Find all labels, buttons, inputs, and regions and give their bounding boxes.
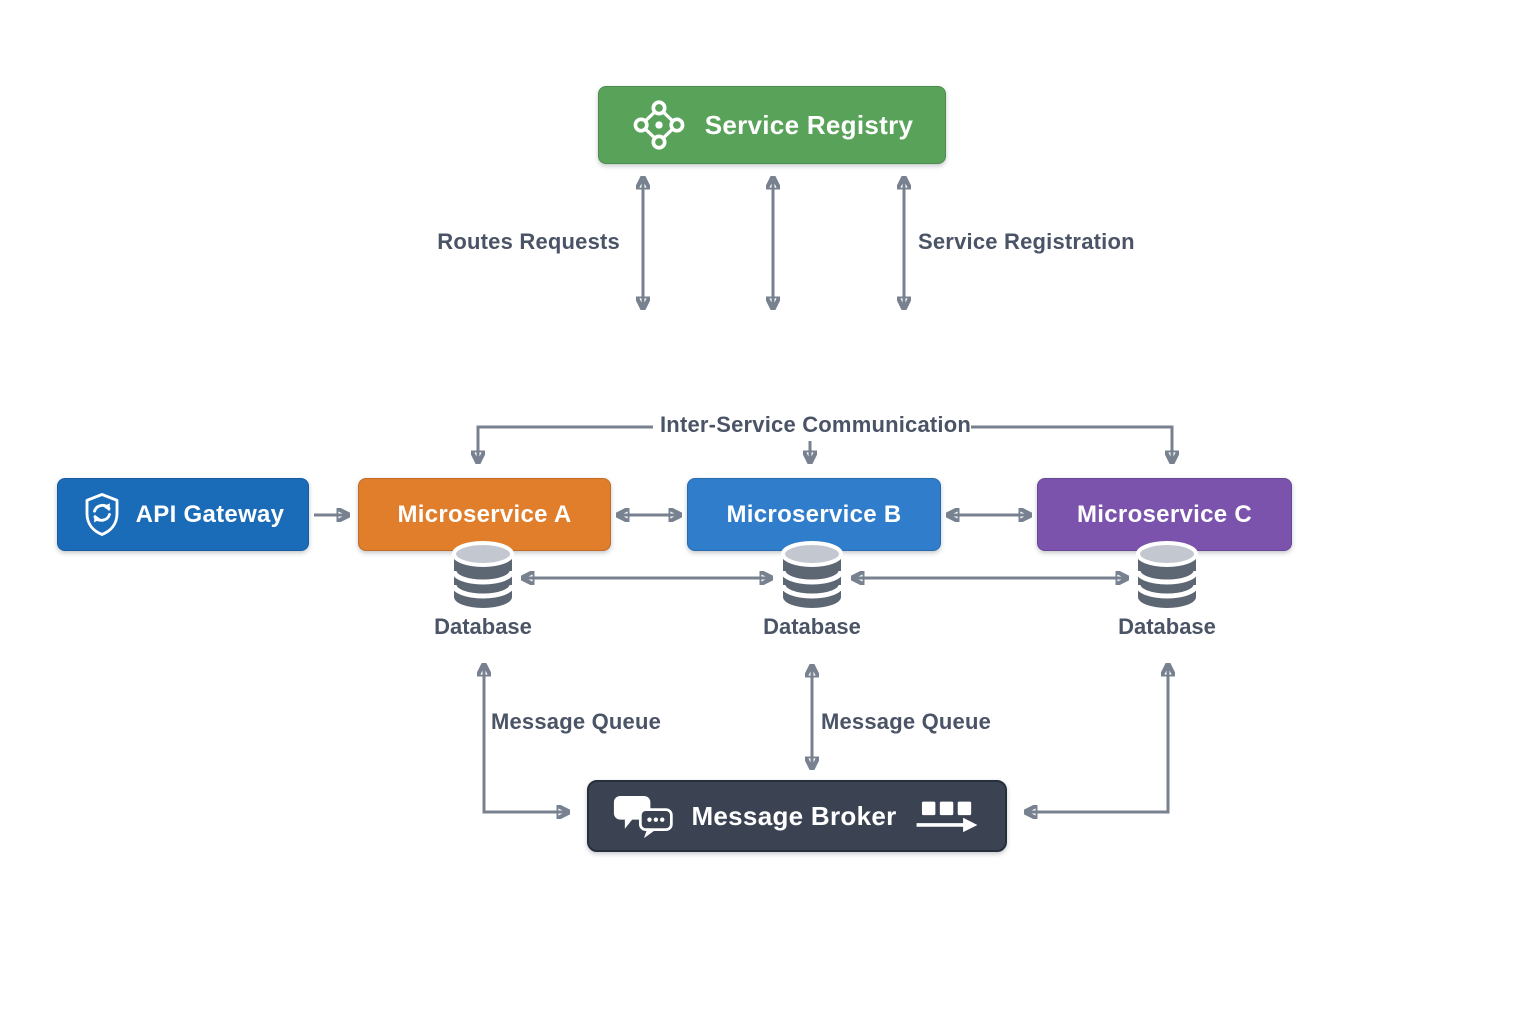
database-cylinder-icon bbox=[780, 541, 844, 608]
edge-label-service-registration: Service Registration bbox=[918, 229, 1135, 254]
shield-sync-icon bbox=[85, 493, 119, 536]
database-a: Database bbox=[413, 541, 553, 640]
node-microservice-c: Microservice C bbox=[1037, 478, 1292, 551]
database-c: Database bbox=[1097, 541, 1237, 640]
database-cylinder-icon bbox=[451, 541, 515, 608]
microservice-b-label: Microservice B bbox=[726, 500, 902, 528]
arrow-mq-right bbox=[1028, 667, 1168, 812]
database-c-label: Database bbox=[1118, 614, 1216, 639]
arrow-isc-right bbox=[971, 425, 1172, 460]
edge-label-inter-service-communication: Inter-Service Communication bbox=[660, 412, 972, 437]
node-service-registry: Service Registry bbox=[598, 86, 946, 164]
microservice-c-label: Microservice C bbox=[1077, 500, 1252, 528]
database-b-label: Database bbox=[763, 614, 861, 639]
arrow-isc-left bbox=[478, 425, 653, 460]
database-a-label: Database bbox=[434, 614, 532, 639]
service-registry-label: Service Registry bbox=[704, 109, 914, 140]
microservice-a-label: Microservice A bbox=[397, 500, 572, 528]
edge-label-message-queue-right: Message Queue bbox=[820, 709, 992, 734]
database-b: Database bbox=[742, 541, 882, 640]
queue-arrow-icon bbox=[916, 801, 977, 833]
edge-label-routes-requests: Routes Requests bbox=[437, 229, 620, 254]
node-message-broker: Message Broker bbox=[587, 780, 1007, 852]
node-microservice-b: Microservice B bbox=[687, 478, 941, 551]
node-api-gateway: API Gateway bbox=[57, 478, 309, 551]
arrow-mq-left bbox=[484, 667, 566, 812]
network-diamond-icon bbox=[633, 100, 685, 150]
chat-bubbles-icon bbox=[614, 795, 674, 839]
api-gateway-label: API Gateway bbox=[135, 500, 285, 528]
database-cylinder-icon bbox=[1135, 541, 1199, 608]
message-broker-label: Message Broker bbox=[691, 800, 897, 831]
edge-label-message-queue-left: Message Queue bbox=[490, 709, 662, 734]
